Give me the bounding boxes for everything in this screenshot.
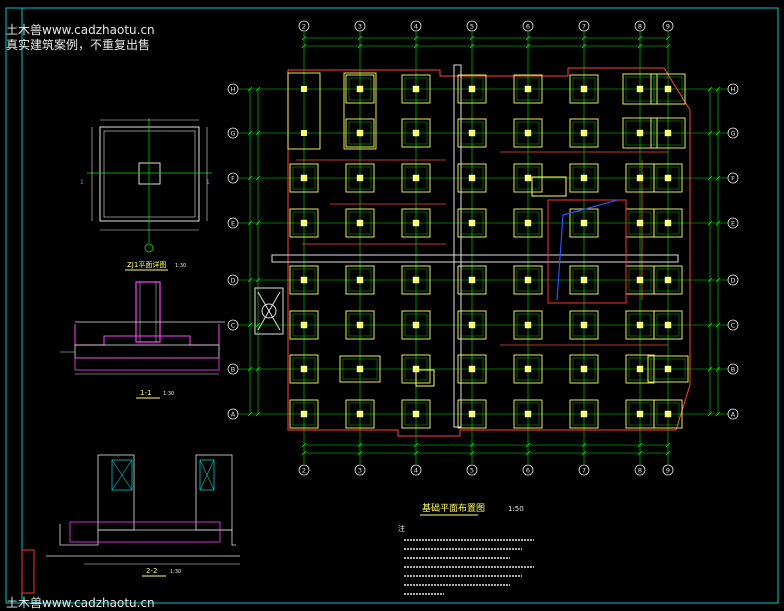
axis-label: G (230, 130, 235, 138)
section-1-1-title: 1-1 (140, 389, 151, 397)
axis-label: 3 (358, 23, 362, 31)
vertical-strip-beam (453, 64, 462, 428)
axis-label: 4 (414, 467, 418, 475)
section-2-2-drawing (46, 454, 240, 565)
axis-label: C (231, 322, 236, 330)
axis-label: 6 (526, 23, 530, 31)
pit-highlight-line (556, 199, 619, 301)
stair-symbol (254, 287, 284, 335)
section-2-2-title: 2-2 (146, 567, 157, 575)
plan-grid-lines (238, 32, 738, 464)
axis-label: D (230, 277, 235, 285)
axis-label: 2 (302, 467, 306, 475)
axis-label: A (731, 411, 736, 419)
axis-label: 3 (358, 467, 362, 475)
plan-dimension-lines (247, 35, 721, 456)
horizontal-strip-beam (271, 254, 679, 263)
svg-text:1: 1 (80, 179, 84, 186)
foundation-beam-outline (287, 67, 691, 437)
axis-label: 4 (414, 23, 418, 31)
axis-label: C (731, 322, 736, 330)
drawing-border (5, 7, 779, 604)
section-1-1-drawing (60, 281, 225, 375)
pad-detail: 1 1 (80, 118, 212, 253)
svg-text:1: 1 (206, 179, 210, 186)
axis-label: G (730, 130, 735, 138)
pit-outline (547, 199, 627, 304)
axis-label: 7 (582, 467, 586, 475)
axis-label: 5 (470, 23, 474, 31)
axis-label: 9 (666, 467, 670, 475)
pad-detail-scale: 1:30 (175, 263, 186, 269)
axis-label: A (231, 411, 236, 419)
axis-label: E (231, 220, 235, 228)
section-2-2-scale: 1:30 (170, 569, 181, 575)
watermark-site: 土木兽www.cadzhaotu.cn (6, 23, 155, 37)
callout-box (415, 369, 435, 387)
axis-label: B (231, 366, 235, 374)
axis-label: 2 (302, 23, 306, 31)
axis-label: F (731, 175, 735, 183)
axis-label: 9 (666, 23, 670, 31)
watermark-bottom: 土木兽www.cadzhaotu.cn (6, 596, 155, 610)
axis-label: 8 (638, 467, 642, 475)
axis-label: 6 (526, 467, 530, 475)
title-stamp-box (21, 549, 35, 594)
axis-label: E (731, 220, 735, 228)
axis-label: D (730, 277, 735, 285)
watermark-notice: 真实建筑案例，不重复出售 (6, 38, 151, 52)
notes-heading: 注 (398, 524, 405, 533)
axis-label: 5 (470, 467, 474, 475)
section-1-1-scale: 1:30 (163, 391, 174, 397)
axis-label: F (231, 175, 235, 183)
pad-detail-title: ZJ1平面详图 (127, 260, 166, 269)
plan-scale: 1:50 (508, 505, 524, 513)
axis-label: 7 (582, 23, 586, 31)
notes-text-block (404, 539, 534, 595)
axis-label: 8 (638, 23, 642, 31)
plan-title: 基础平面布置图 (422, 502, 485, 514)
axis-label: H (731, 86, 736, 94)
axis-label: B (731, 366, 735, 374)
pad-footings (287, 72, 689, 429)
callout-box (531, 176, 567, 197)
axis-label: H (231, 86, 236, 94)
